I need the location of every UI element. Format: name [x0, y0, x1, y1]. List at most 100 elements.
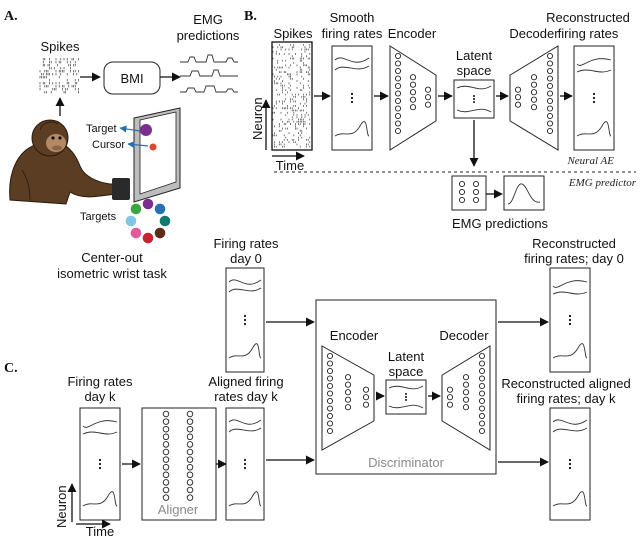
rate-trace-bottom: [576, 121, 612, 137]
rate-trace-top: [552, 291, 588, 295]
neuron-unit: [546, 75, 554, 82]
rate-trace-top: [552, 419, 588, 425]
panel-a: A. Spikes BMI EMG predictions: [4, 9, 240, 281]
neuron-unit: [326, 367, 334, 375]
panel-b-label: B.: [244, 9, 257, 24]
ellipsis-dot: [568, 322, 572, 326]
neuron-unit: [409, 81, 417, 88]
neuron-unit: [344, 374, 352, 381]
decoder-c: [441, 345, 491, 451]
neuron-unit: [186, 494, 194, 501]
neuron-unit: [546, 97, 554, 105]
neuron-unit: [162, 463, 170, 471]
neuron-unit: [394, 112, 402, 120]
neuron-unit: [186, 486, 194, 494]
emg-predictor-label: EMG predictor: [568, 177, 637, 189]
neuron-unit: [186, 479, 194, 486]
emg-trace-3: [180, 85, 238, 93]
neuron-unit: [478, 375, 486, 382]
rate-trace-top: [82, 431, 118, 435]
neuron-unit: [546, 127, 554, 135]
latent-space-c: [385, 379, 427, 415]
recon-label-b-line2: firing rates: [558, 26, 619, 41]
neuron-unit: [546, 112, 554, 120]
encoder-label-c: Encoder: [330, 328, 379, 343]
panel-a-spikes-label: Spikes: [40, 39, 80, 54]
neuron-unit: [162, 418, 170, 425]
neuron-unit: [546, 60, 554, 67]
target-dot: [140, 124, 152, 136]
target-circle: [142, 198, 154, 210]
neuron-unit: [344, 381, 352, 388]
neuron-unit: [546, 105, 554, 112]
neuron-unit: [546, 120, 554, 127]
neuron-unit: [326, 352, 334, 360]
neuron-unit: [186, 425, 194, 433]
neuron-unit: [162, 486, 170, 494]
task-label-line1: Center-out: [81, 250, 143, 265]
aligner-label: Aligner: [158, 502, 199, 517]
neuron-unit: [424, 101, 432, 108]
recon-label-b-line1: Reconstructed: [546, 10, 630, 25]
neuron-unit: [478, 352, 486, 360]
recon-day0-line2: firing rates; day 0: [524, 251, 624, 266]
spike-raster-b: [272, 44, 311, 148]
neuron-unit: [546, 90, 554, 97]
neuron-unit: [514, 94, 522, 101]
neuron-unit: [186, 418, 194, 425]
ellipsis-dot: [350, 92, 354, 96]
neuron-unit: [478, 397, 486, 405]
cursor-dot: [149, 143, 157, 151]
neuron-unit: [478, 382, 486, 390]
encoder-b: [389, 45, 437, 151]
rate-trace-top: [228, 279, 262, 285]
smooth-rates-panel: [331, 45, 373, 151]
target-label: Target: [86, 123, 117, 135]
neuron-unit: [326, 382, 334, 390]
neuron-axis-label-c: Neuron: [54, 485, 69, 528]
ellipsis-dot: [98, 462, 102, 466]
time-axis-label-b: Time: [276, 158, 304, 173]
neuron-unit: [458, 180, 466, 188]
ellipsis-dot: [243, 458, 247, 462]
neuron-unit: [478, 427, 486, 435]
neuron-unit: [162, 456, 170, 463]
rate-trace-top: [334, 65, 370, 71]
neuron-unit: [446, 386, 454, 393]
neural-ae-label: Neural AE: [566, 155, 614, 167]
neuron-unit: [394, 127, 402, 135]
neuron-unit: [409, 96, 417, 103]
rate-trace-top: [576, 58, 612, 66]
neuron-unit: [424, 86, 432, 93]
smooth-label-line2: firing rates: [322, 26, 383, 41]
rate-trace-bottom: [228, 491, 262, 507]
neuron-unit: [478, 420, 486, 427]
neuron-unit: [409, 104, 417, 111]
manipulandum: [112, 178, 130, 200]
neuron-unit: [344, 404, 352, 411]
ellipsis-dot: [592, 92, 596, 96]
spike-raster-box-b: [271, 41, 313, 151]
neuron-unit: [326, 360, 334, 367]
neuron-unit: [186, 463, 194, 471]
neuron-unit: [186, 456, 194, 463]
recon-day0-panel: [549, 267, 591, 373]
neuron-unit: [472, 188, 480, 196]
target-circle: [154, 203, 166, 215]
ellipsis-dot: [243, 466, 247, 470]
ellipsis-dot: [350, 96, 354, 100]
target-circle: [142, 232, 154, 244]
target-circle: [125, 215, 137, 227]
neuron-unit: [446, 401, 454, 408]
emg-trace-2: [180, 69, 238, 77]
smooth-label-line1: Smooth: [330, 10, 375, 25]
neuron-unit: [462, 381, 470, 388]
emg-trace-1: [180, 54, 238, 63]
neuron-unit: [326, 375, 334, 382]
emg-label-line2: predictions: [177, 28, 240, 43]
neuron-unit: [546, 52, 554, 60]
neuron-unit: [394, 82, 402, 90]
neuron-unit: [546, 82, 554, 90]
neuron-unit: [458, 196, 466, 204]
neuron-unit: [424, 94, 432, 101]
